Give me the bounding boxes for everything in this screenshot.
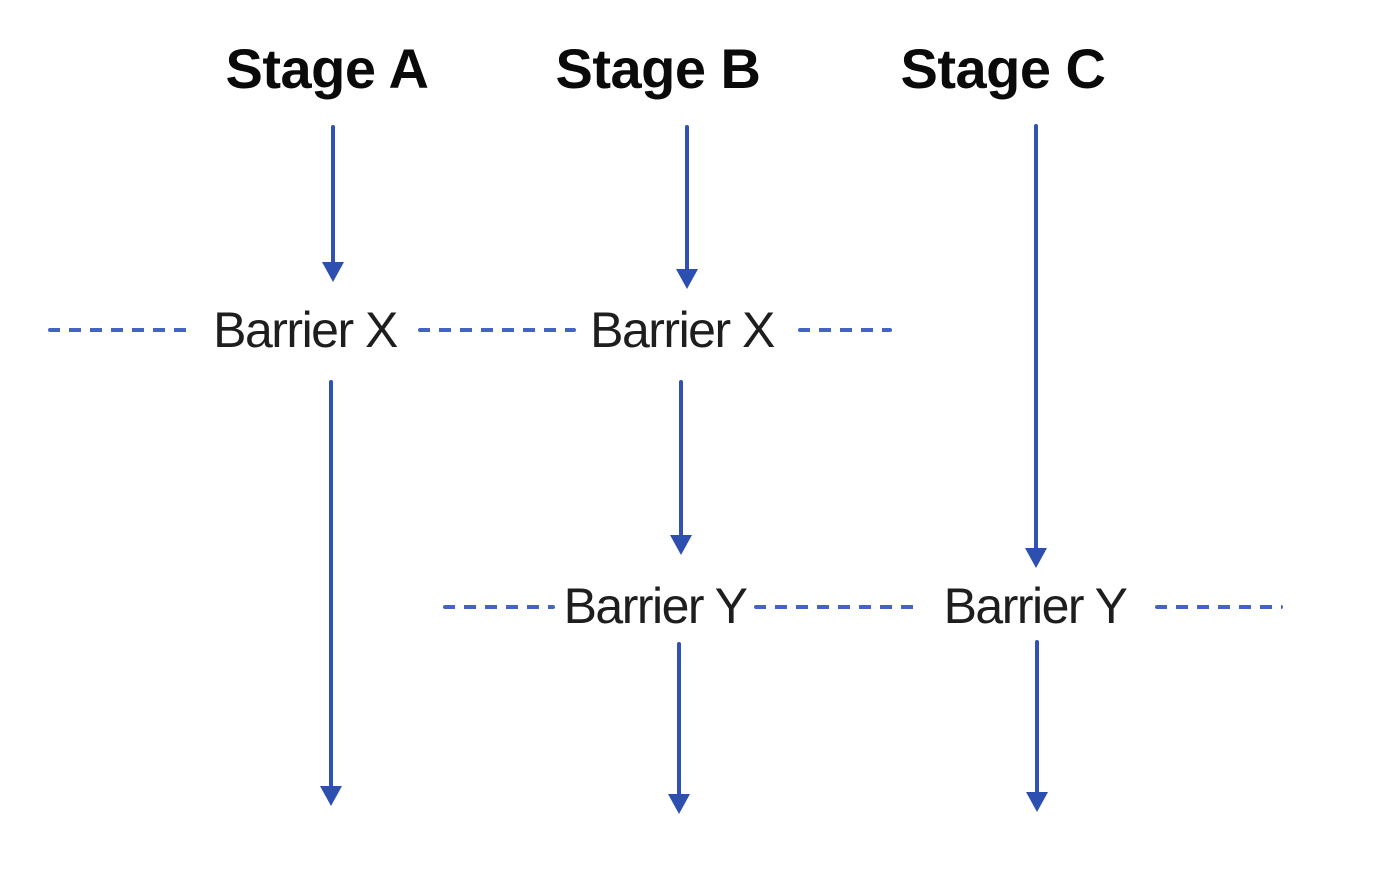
arrow-head-icon [668, 794, 690, 814]
flow-arrow-stage-c-top [1025, 124, 1047, 568]
barrier-x-dash-left [48, 328, 192, 332]
stage-header-c: Stage C [900, 37, 1107, 100]
arrow-head-icon [1026, 792, 1048, 812]
barrier-x-dash-right [798, 328, 892, 332]
flow-arrow-stage-b-bottom [668, 642, 690, 814]
barrier-x-label-stage-b: Barrier X [590, 302, 775, 358]
arrow-head-icon [322, 262, 344, 282]
barrier-y-dash-right [1155, 605, 1283, 609]
stage-header-b: Stage B [555, 37, 762, 100]
barrier-y-dash-middle [754, 605, 921, 609]
flow-arrow-stage-b-top [676, 125, 698, 289]
barrier-x-label-stage-a: Barrier X [213, 302, 398, 358]
barrier-y-label-stage-c: Barrier Y [943, 578, 1128, 634]
arrow-shaft [677, 642, 681, 798]
flow-arrow-stage-b-middle [670, 380, 692, 555]
arrow-head-icon [320, 786, 342, 806]
arrow-shaft [1035, 640, 1039, 796]
arrow-shaft [331, 125, 335, 266]
flow-arrow-stage-a-top [322, 125, 344, 282]
arrow-shaft [679, 380, 683, 539]
barrier-y-label-stage-b: Barrier Y [563, 578, 748, 634]
arrow-head-icon [670, 535, 692, 555]
arrow-shaft [329, 380, 333, 790]
arrow-shaft [1034, 124, 1038, 552]
arrow-shaft [685, 125, 689, 273]
barrier-x-dash-middle [418, 328, 576, 332]
arrow-head-icon [1025, 548, 1047, 568]
flow-arrow-stage-c-bottom [1026, 640, 1048, 812]
stage-header-a: Stage A [225, 37, 429, 100]
flow-arrow-stage-a-bottom [320, 380, 342, 806]
barrier-y-dash-left [443, 605, 555, 609]
arrow-head-icon [676, 269, 698, 289]
